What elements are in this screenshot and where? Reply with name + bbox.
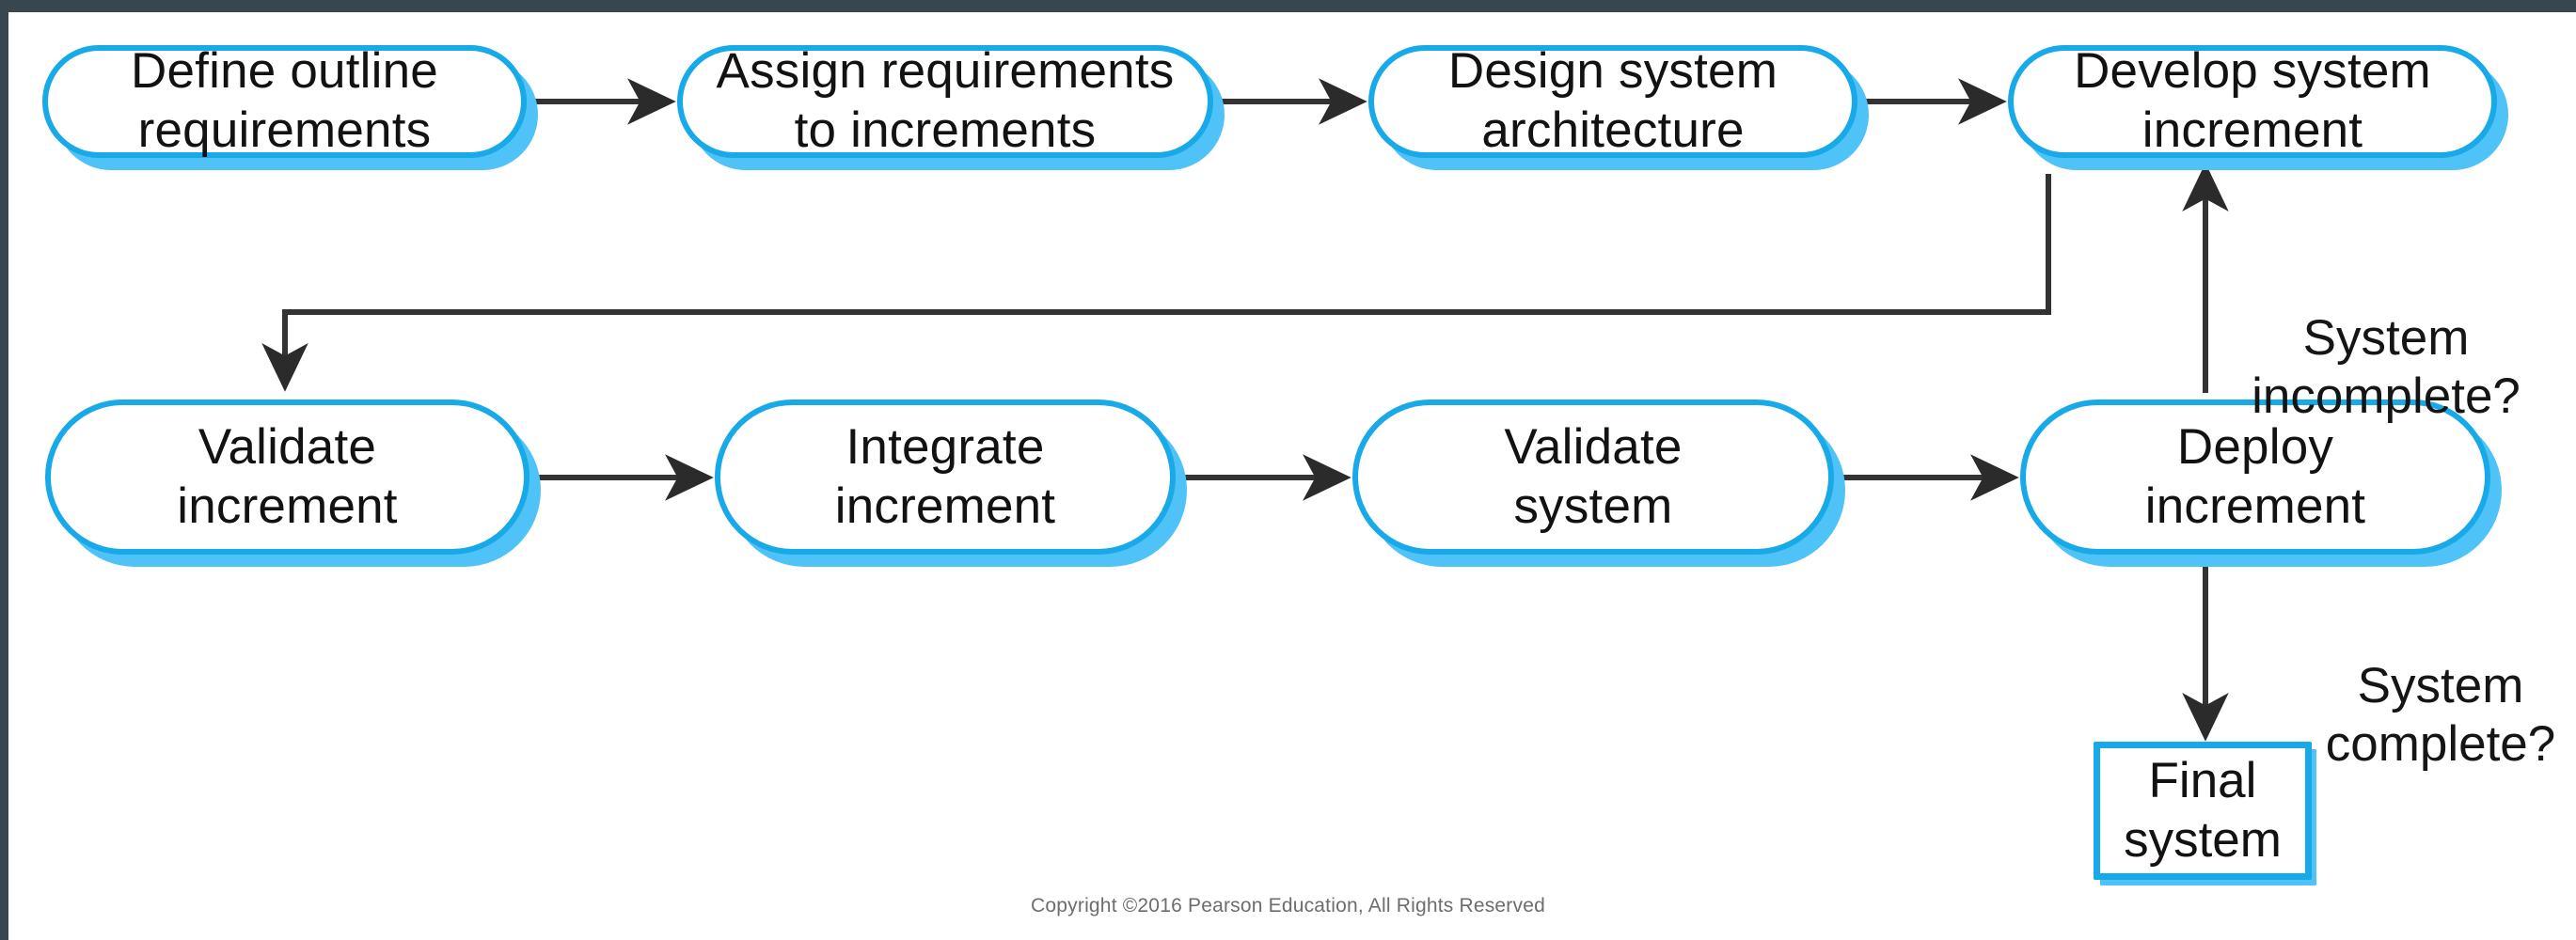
window-frame-top (0, 0, 2576, 12)
edge-develop-to-validate-increment (261, 174, 2051, 392)
window-frame-left (0, 0, 8, 940)
copyright-notice: Copyright ©2016 Pearson Education, All R… (1031, 895, 1545, 916)
